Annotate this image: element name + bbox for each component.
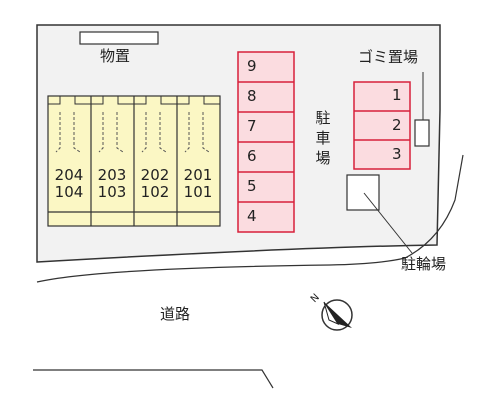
parking-space-2: 2 bbox=[392, 116, 402, 134]
road-label: 道路 bbox=[160, 305, 191, 323]
road-edge-upper bbox=[36, 154, 464, 283]
unit-lower-label: 104 bbox=[54, 183, 84, 201]
garbage-station bbox=[414, 119, 430, 147]
parking-space-3: 3 bbox=[392, 145, 402, 163]
parking-column-right bbox=[353, 81, 411, 170]
unit-lower-label: 102 bbox=[140, 183, 170, 201]
unit-lower-label: 103 bbox=[97, 183, 127, 201]
unit-upper-label: 204 bbox=[54, 166, 84, 184]
road-edge-lower bbox=[33, 369, 274, 389]
parking-space-6: 6 bbox=[247, 147, 257, 165]
unit-upper-label: 201 bbox=[183, 166, 213, 184]
apartment-building bbox=[47, 95, 221, 227]
parking-space-1: 1 bbox=[392, 86, 402, 104]
north-arrow-icon bbox=[321, 299, 353, 331]
parking-space-7: 7 bbox=[247, 117, 257, 135]
parking-space-8: 8 bbox=[247, 87, 257, 105]
parking-space-5: 5 bbox=[247, 177, 257, 195]
unit-upper-label: 202 bbox=[140, 166, 170, 184]
parking-column-left bbox=[237, 51, 295, 233]
storage-shed bbox=[79, 31, 159, 45]
unit-upper-label: 203 bbox=[97, 166, 127, 184]
bike-parking-label: 駐輪場 bbox=[401, 255, 447, 273]
parking-label: 駐車場 bbox=[315, 109, 331, 167]
parking-space-4: 4 bbox=[247, 207, 257, 225]
garbage-label: ゴミ置場 bbox=[358, 48, 419, 66]
unit-lower-label: 101 bbox=[183, 183, 213, 201]
bike-parking-area bbox=[346, 174, 380, 211]
bike-leader-line bbox=[363, 192, 413, 254]
storage-label: 物置 bbox=[100, 47, 131, 65]
parking-space-9: 9 bbox=[247, 57, 257, 75]
